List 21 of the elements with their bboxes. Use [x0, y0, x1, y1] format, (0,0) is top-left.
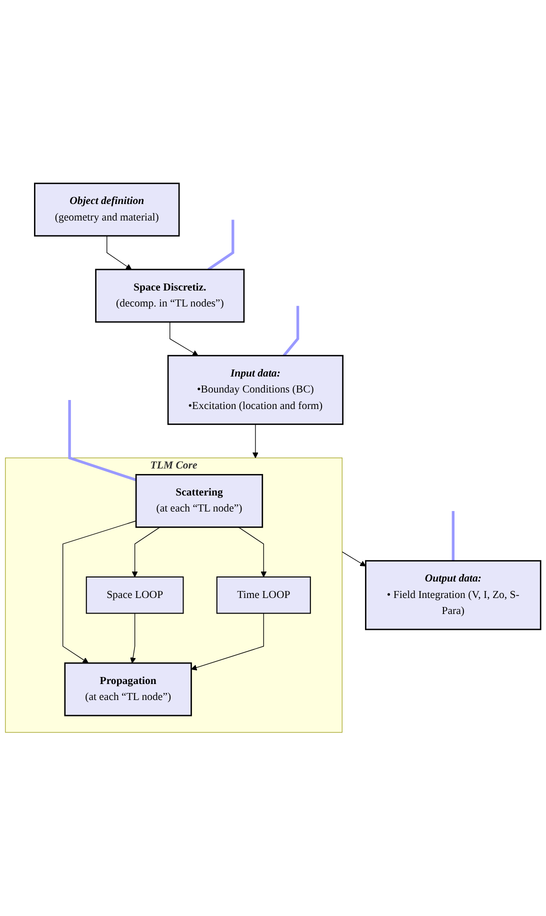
node-box: Space LOOP	[86, 576, 184, 614]
arrow	[132, 526, 160, 578]
node-box: Time LOOP	[216, 576, 311, 614]
node-box: Object definition (geometry and material)	[34, 182, 180, 237]
arrow	[190, 613, 264, 671]
arrow	[252, 424, 258, 458]
arrow	[342, 552, 366, 567]
arrow	[130, 613, 136, 664]
node-box: Input data: •Bounday Conditions (BC) •Excitation (location and form)	[167, 355, 344, 426]
arrow	[170, 322, 198, 356]
connector	[68, 400, 136, 482]
arrow	[62, 520, 136, 664]
node-box: Space Discretiz. (decomp. in “TL nodes”)	[95, 268, 245, 323]
arrow	[106, 236, 132, 270]
connector	[282, 306, 300, 357]
connector	[452, 511, 454, 561]
node-box: Propagation (at each “TL node”)	[64, 662, 192, 716]
connector	[208, 220, 234, 271]
node-box: Scattering (at each “TL node”)	[135, 474, 264, 528]
node-box: Output data: • Field Integration (V, I, Zo, S-Para)	[365, 560, 542, 630]
arrow	[238, 526, 267, 578]
